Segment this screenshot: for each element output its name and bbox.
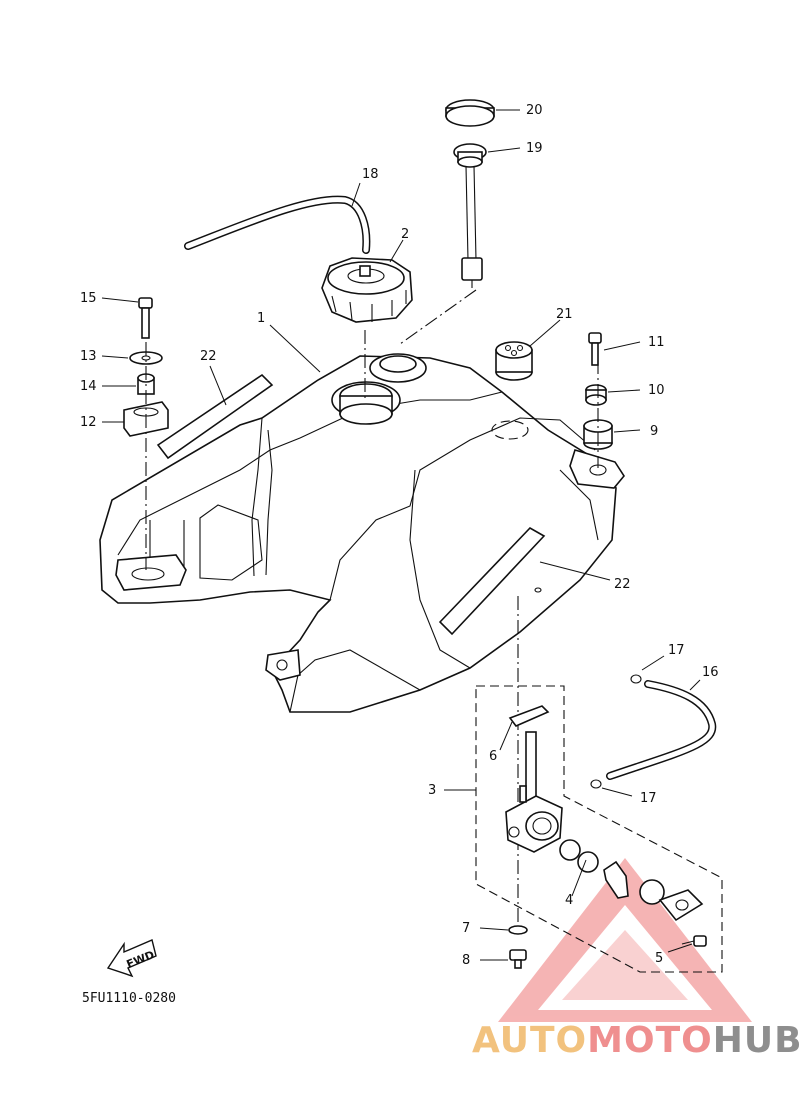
callout-17-upper: 17 <box>668 643 685 658</box>
callout-22-side: 22 <box>614 577 631 592</box>
callout-6: 6 <box>489 749 497 764</box>
collar-10 <box>585 384 607 406</box>
svg-text:AUTOMOTOHUB: AUTOMOTOHUB <box>472 1020 800 1061</box>
callout-14: 14 <box>80 379 97 394</box>
watermark-moto: MOTO <box>587 1020 713 1061</box>
callout-10: 10 <box>648 383 665 398</box>
callout-3: 3 <box>428 783 436 798</box>
watermark-wordmark: AUTOMOTOHUB <box>472 1020 800 1061</box>
callout-5: 5 <box>655 951 663 966</box>
callout-13: 13 <box>80 349 97 364</box>
fuel-cock-assembly <box>475 685 723 973</box>
callout-7: 7 <box>462 921 470 936</box>
washer-7 <box>508 925 528 935</box>
damper-21 <box>495 341 533 381</box>
callout-21: 21 <box>556 307 573 322</box>
diagram-reference-code: 5FU1110-0280 <box>82 991 176 1006</box>
fuel-tank <box>99 353 625 713</box>
breather-hose <box>184 195 371 254</box>
bolt-11 <box>588 332 602 366</box>
hose-clip-lower <box>590 779 602 789</box>
callout-11: 11 <box>648 335 665 350</box>
callout-20: 20 <box>526 103 543 118</box>
watermark-auto: AUTO <box>472 1020 587 1061</box>
callout-1: 1 <box>257 311 265 326</box>
callout-12: 12 <box>80 415 97 430</box>
leader-lines <box>101 109 701 961</box>
decal-strip-side <box>438 526 546 636</box>
drain-bolt-8 <box>509 949 527 969</box>
callout-2: 2 <box>401 227 409 242</box>
callout-8: 8 <box>462 953 470 968</box>
callout-16: 16 <box>702 665 719 680</box>
callout-4: 4 <box>565 893 573 908</box>
fuel-hose <box>606 680 717 780</box>
callout-9: 9 <box>650 424 658 439</box>
callout-15: 15 <box>80 291 97 306</box>
fuel-cap <box>321 257 413 323</box>
sender-cover-ring <box>445 99 495 127</box>
assembly-lines <box>145 289 599 930</box>
callout-22-rear: 22 <box>200 349 217 364</box>
callout-19: 19 <box>526 141 543 156</box>
callout-18: 18 <box>362 167 379 182</box>
hose-clip-upper <box>630 674 642 684</box>
fuel-gauge-sender <box>453 143 487 288</box>
watermark-hub: HUB <box>713 1020 800 1061</box>
decal-strip-rear <box>156 373 274 460</box>
bolt-15 <box>138 297 153 339</box>
fwd-arrow-icon: FWD <box>106 939 157 978</box>
callout-labels: 1 2 3 4 5 6 7 8 9 10 11 12 13 14 15 16 1… <box>80 103 719 968</box>
callout-17-lower: 17 <box>640 791 657 806</box>
watermark-logo <box>498 858 752 1022</box>
